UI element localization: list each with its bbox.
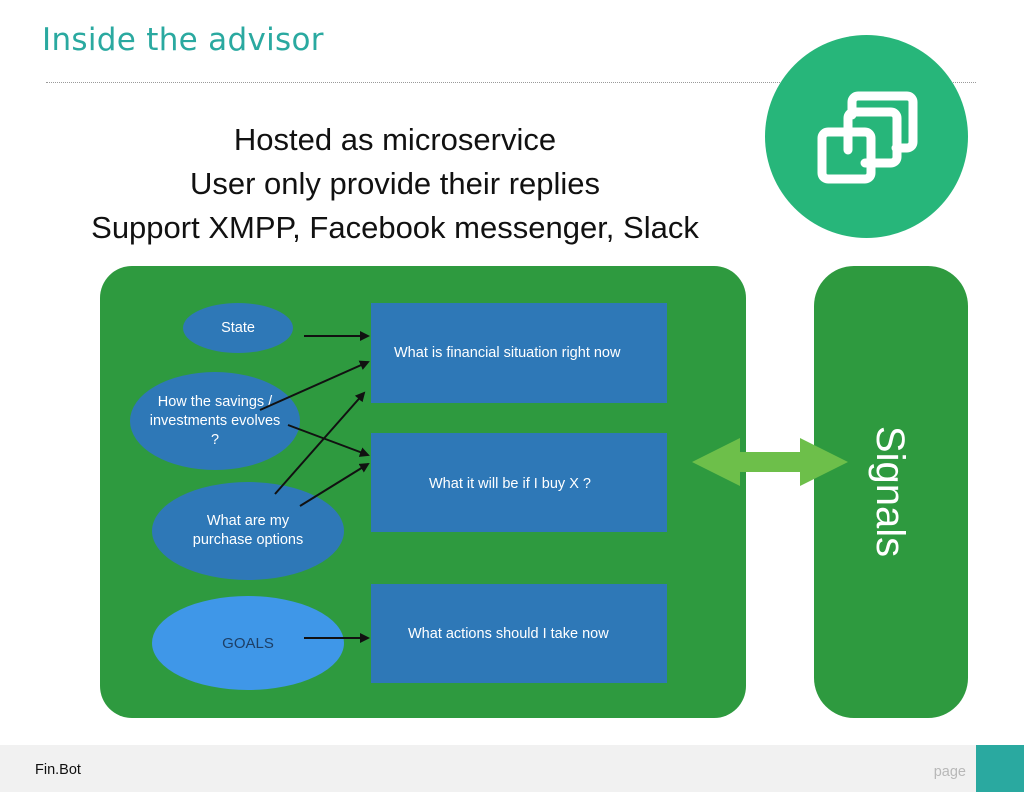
- savings-to-financial-arrow: [259, 360, 370, 411]
- buy-scenario-box: What it will be if I buy X ?: [371, 433, 667, 532]
- purchase-to-financial-arrow: [274, 391, 366, 495]
- purchase-options-label: What are my purchase options: [192, 513, 304, 548]
- state-oval: State: [183, 303, 293, 353]
- goals-oval: GOALS: [152, 596, 344, 690]
- goals-label: GOALS: [222, 634, 274, 652]
- savings-oval: How the savings / investments evolves ?: [130, 372, 300, 470]
- logo-badge: [765, 35, 968, 238]
- savings-to-buy-arrow: [287, 424, 370, 457]
- intro-line-microservice: Hosted as microservice: [233, 122, 557, 157]
- intro-line-replies: User only provide their replies: [189, 166, 601, 201]
- actions-box: What actions should I take now: [371, 584, 667, 683]
- financial-situation-label: What is financial situation right now: [394, 345, 621, 361]
- intro-text: Hosted as microservice User only provide…: [30, 118, 760, 250]
- state-label: State: [221, 319, 255, 336]
- footer-bar: [0, 745, 1024, 792]
- actions-label: What actions should I take now: [408, 626, 609, 642]
- signals-panel: [814, 266, 968, 718]
- page-label: page: [933, 764, 966, 780]
- footer-brand: Fin.Bot: [35, 762, 81, 778]
- page-number-tab: [976, 745, 1024, 792]
- overlapping-squares-icon: [817, 91, 918, 184]
- signals-double-arrow: [692, 438, 848, 486]
- page-title: Inside the advisor: [42, 22, 324, 58]
- title-divider: [46, 82, 976, 83]
- buy-scenario-label: What it will be if I buy X ?: [429, 476, 591, 492]
- financial-situation-box: What is financial situation right now: [371, 303, 667, 403]
- intro-line-platforms: Support XMPP, Facebook messenger, Slack: [91, 210, 699, 245]
- savings-label: How the savings / investments evolves ?: [149, 393, 281, 448]
- purchase-to-buy-arrow: [299, 462, 370, 507]
